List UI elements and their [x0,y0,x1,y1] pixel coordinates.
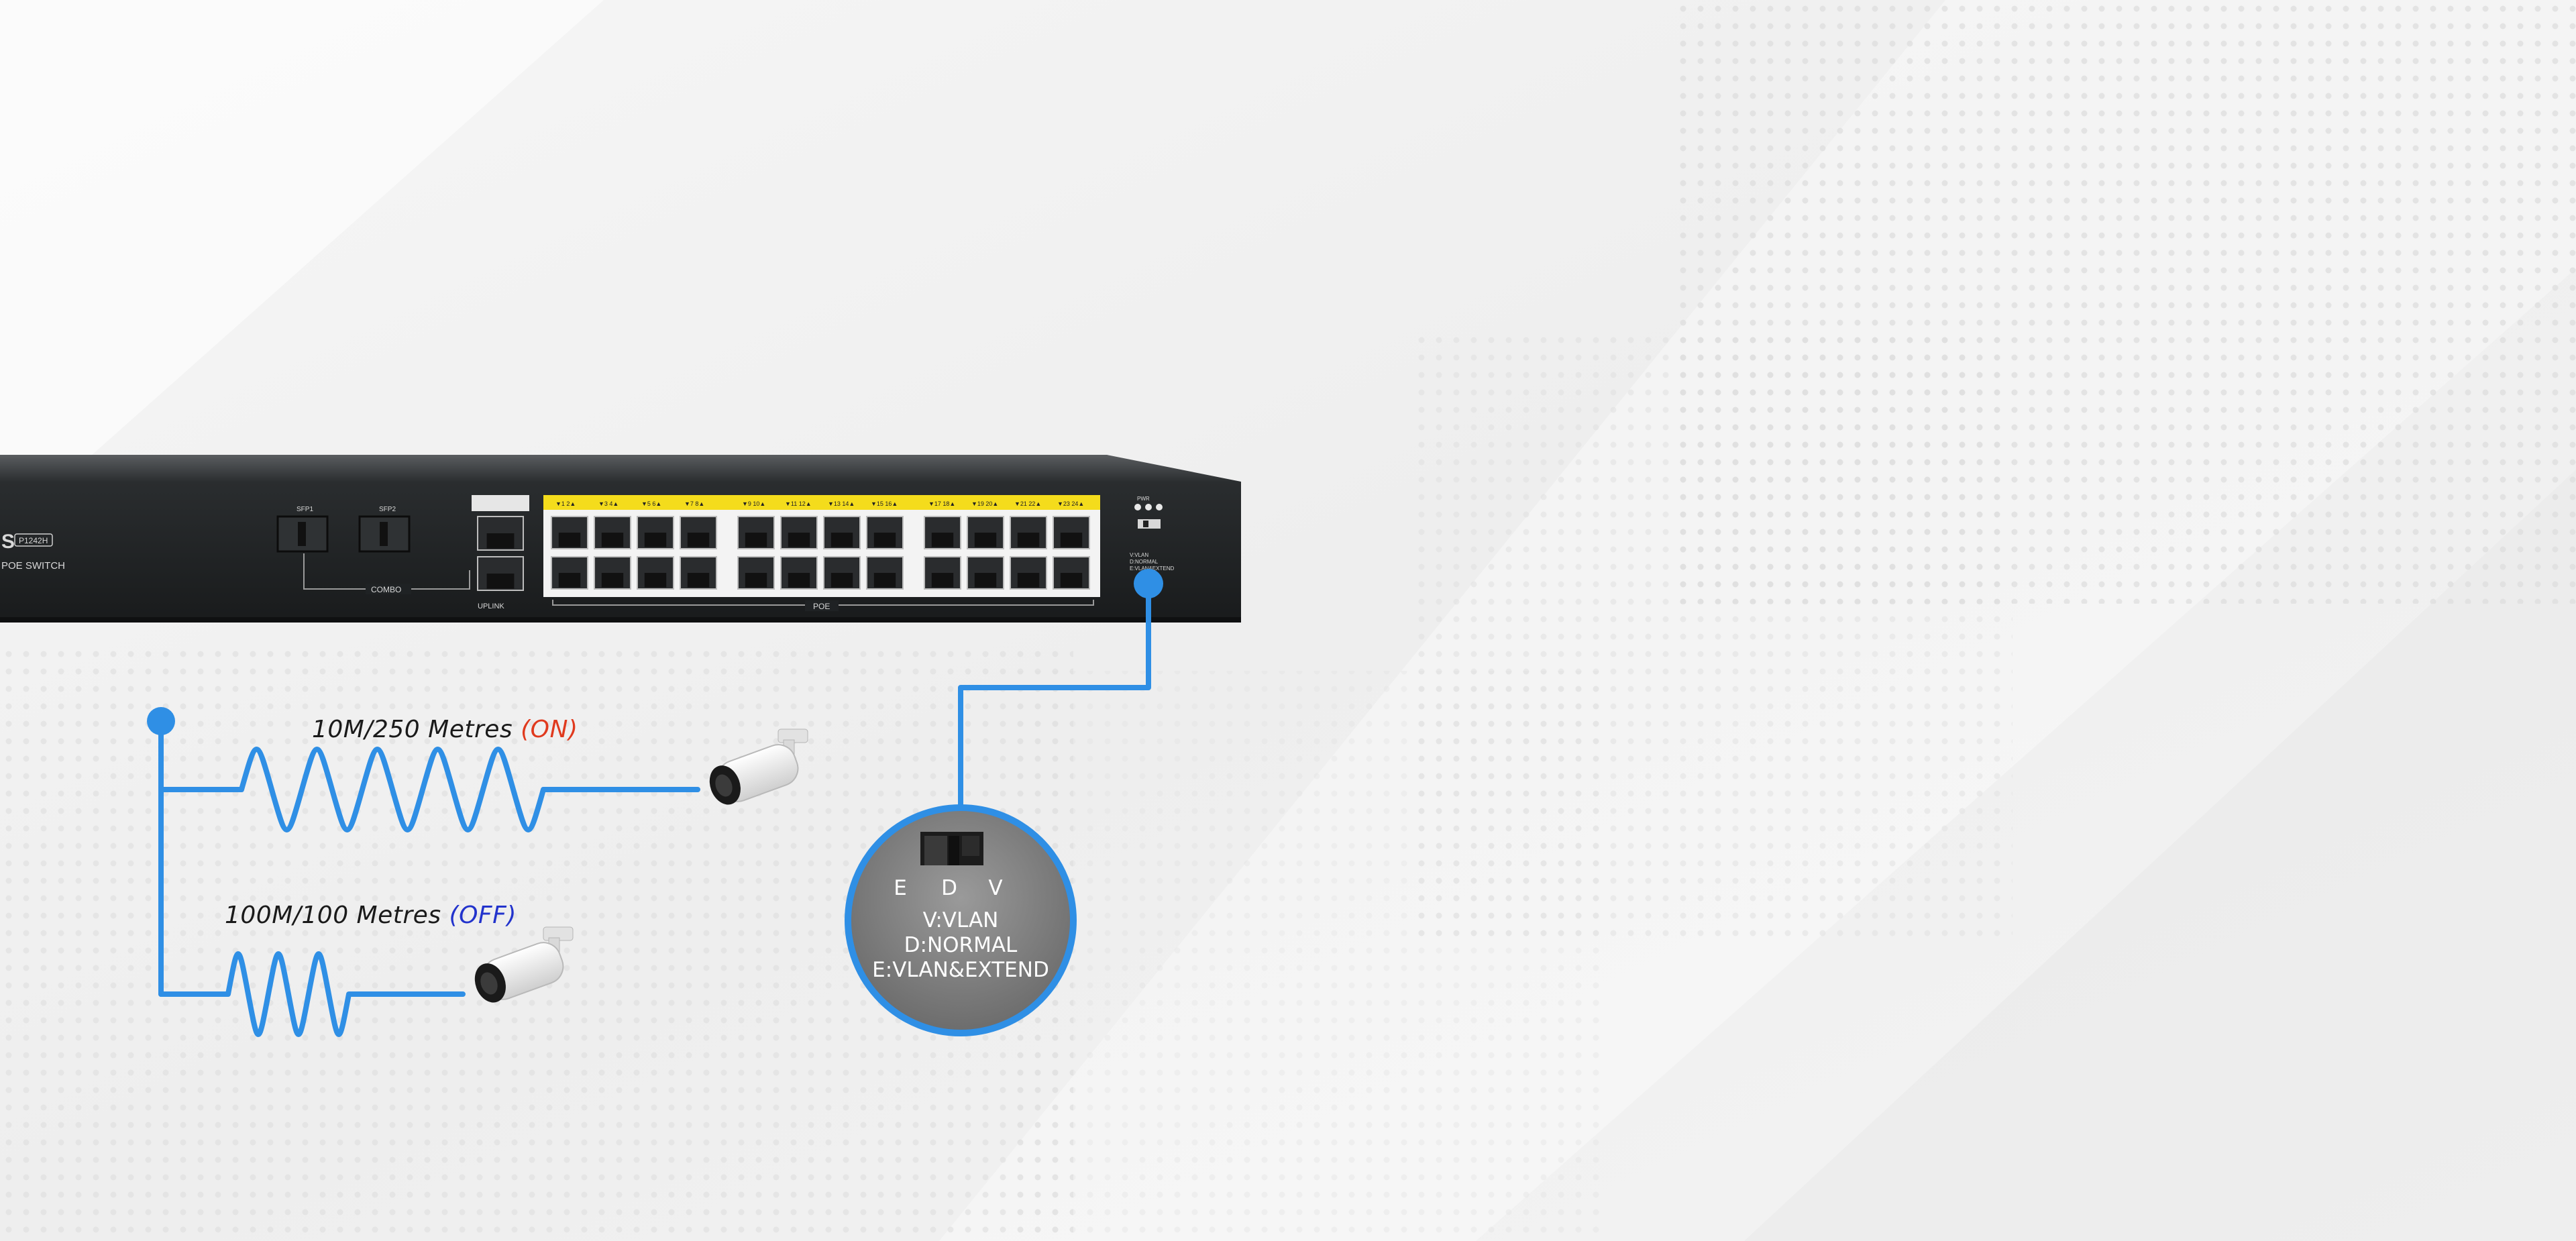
poe-port-12-socket [788,573,810,588]
switch-subtitle: POE SWITCH [1,560,65,572]
ip-camera-icon [474,926,574,1003]
port-label: ▼9 10▲ [742,500,765,507]
speed-text-100m: 100M/100 Metres [225,902,441,929]
poe-port-labels: ▼1 2▲ ▼3 4▲ ▼5 6▲ ▼7 8▲ ▼9 10▲ ▼11 12▲ ▼13 14▲… [555,500,1084,507]
port-label: ▼7 8▲ [684,500,704,507]
source-node [147,707,175,735]
svg-text:S: S [1,531,15,553]
port-label: ▼17 18▲ [928,500,955,507]
poe-port-15-socket [873,533,896,547]
poe-port-16-socket [873,573,896,588]
speed-text-10m: 10M/250 Metres [312,716,513,743]
poe-port-10-socket [745,573,767,588]
device-mode-vlan: V:VLAN [1130,552,1148,558]
poe-port-1-socket [558,533,581,547]
uplink-port-top-socket [486,533,515,549]
model-badge: P1242H [19,536,48,545]
port-label: ▼1 2▲ [555,500,576,507]
port-label: ▼5 6▲ [641,500,661,507]
poe-port-13-socket [830,533,853,547]
port-label: ▼21 22▲ [1014,500,1041,507]
dip-position-d: D [941,876,957,900]
uplink-label: UPLINK [478,602,504,610]
poe-port-18-socket [931,573,954,588]
poe-port-14-socket [830,573,853,588]
poe-port-19-socket [974,533,997,547]
poe-port-8-socket [687,573,710,588]
poe-port-17-socket [931,533,954,547]
poe-label: POE [813,602,830,611]
sfp2-label: SFP2 [379,506,396,513]
uplink-ports [477,516,524,591]
switch-port-node [1134,569,1163,598]
poe-port-2-socket [558,573,581,588]
port-label: ▼23 24▲ [1057,500,1084,507]
poe-port-4-socket [601,573,624,588]
poe-port-9-socket [745,533,767,547]
port-label: ▼15 16▲ [871,500,898,507]
dip-switch-icon [920,832,983,865]
signal-wave-10m [158,747,700,832]
poe-port-3-socket [601,533,624,547]
poe-port-23-socket [1060,533,1083,547]
device-mode-normal: D:NORMAL [1130,559,1159,565]
poe-port-11-socket [788,533,810,547]
ip-camera-icon [709,729,808,805]
poe-port-7-socket [687,533,710,547]
poe-port-6-socket [644,573,667,588]
signal-wave-100m [158,951,466,1037]
port-label: ▼11 12▲ [785,500,812,507]
dip-position-v: V [988,876,1002,900]
poe-port-22-socket [1017,573,1040,588]
mode-normal: D:NORMAL [904,933,1018,957]
port-label: ▼3 4▲ [598,500,619,507]
poe-port-21-socket [1017,533,1040,547]
sfp1-label: SFP1 [297,506,313,513]
connection-label-100m: 100M/100 Metres (OFF) [225,902,517,929]
dip-switch-zoom: E D V V:VLAN D:NORMAL E:VLAN&EXTEND [845,804,1077,1036]
poe-port-24-socket [1060,573,1083,588]
device-mode-extend: E:VLAN&EXTEND [1130,565,1174,572]
state-off: (OFF) [449,902,517,929]
led-label: PWR [1137,496,1150,502]
uplink-port-bottom-socket [486,574,515,589]
network-switch-icon: S P1242H POE SWITCH SFP1 SFP2 COMBO UPLI… [0,455,1241,623]
mode-vlan: V:VLAN [923,908,999,932]
poe-ports [551,516,1090,590]
poe-port-5-socket [644,533,667,547]
state-on: (ON) [521,716,578,743]
combo-label: COMBO [371,585,401,594]
mode-vlan-extend: E:VLAN&EXTEND [872,958,1049,982]
port-label: ▼13 14▲ [828,500,855,507]
port-label: ▼19 20▲ [971,500,998,507]
poe-port-20-socket [974,573,997,588]
connection-label-10m: 10M/250 Metres (ON) [312,716,578,743]
dip-position-e: E [894,876,907,900]
